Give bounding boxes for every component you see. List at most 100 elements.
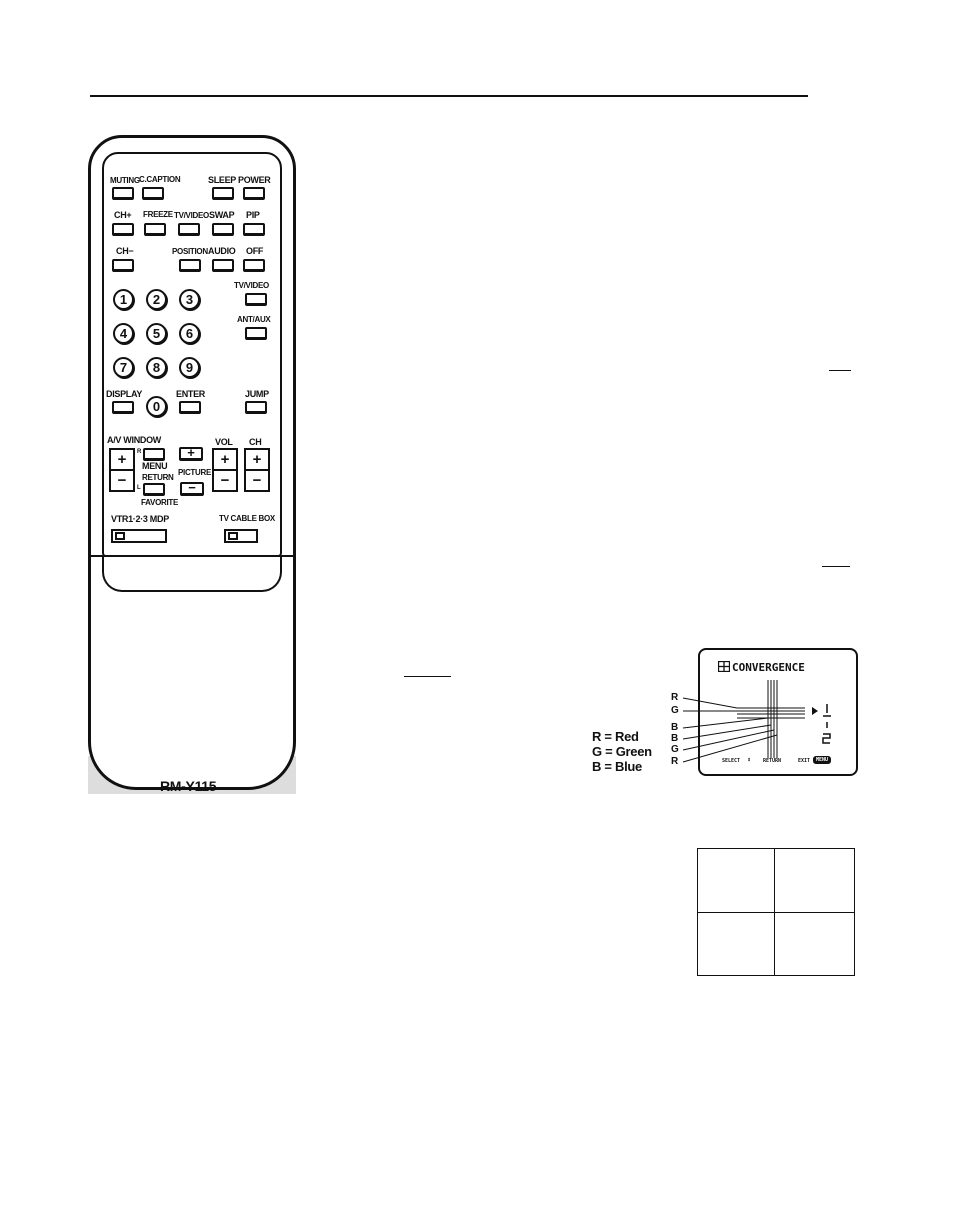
- favorite-label: FAVORITE: [141, 498, 179, 507]
- jump-button[interactable]: [245, 401, 267, 414]
- ch-minus-label: CH−: [116, 246, 134, 256]
- vtr-switch-knob[interactable]: [115, 532, 125, 540]
- vtr-mdp-switch[interactable]: [111, 529, 167, 543]
- position-label: POSITION: [172, 247, 208, 256]
- short-rule: [829, 370, 851, 371]
- tvvideo-button[interactable]: [245, 293, 267, 306]
- ch-rocker[interactable]: + −: [244, 448, 270, 492]
- return-label: RETURN: [142, 473, 174, 482]
- digit-4-button[interactable]: 4: [113, 323, 134, 344]
- ch-rocker-minus[interactable]: −: [252, 472, 262, 489]
- tvvideo-label: TV/VIDEO: [234, 281, 269, 290]
- screen-footer-return: RETURN: [763, 758, 782, 764]
- four-quadrant-box: [697, 848, 855, 976]
- line-letter: G: [671, 744, 679, 755]
- picture-minus-button[interactable]: −: [180, 481, 204, 496]
- updown-arrow-icon: ⬍: [747, 756, 752, 764]
- vol-label: VOL: [215, 437, 233, 447]
- screen-footer-menu-key: MENU: [813, 756, 832, 764]
- line-letter: B: [671, 722, 679, 733]
- sleep-label: SLEEP: [208, 175, 237, 185]
- convergence-icon: [718, 661, 730, 672]
- audio-label: AUDIO: [208, 246, 236, 256]
- grid-horizontal-divider: [698, 912, 854, 913]
- tvvideo-top-button[interactable]: [178, 223, 200, 236]
- muting-label: MUTING: [110, 176, 140, 185]
- tv-switch-knob[interactable]: [228, 532, 238, 540]
- tvvideo-top-label: TV/VIDEO: [174, 211, 209, 220]
- ch-plus-label: CH+: [114, 210, 132, 220]
- screen-footer-exit: EXIT: [798, 758, 811, 764]
- ccaption-button[interactable]: [142, 187, 164, 200]
- power-label: POWER: [238, 175, 271, 185]
- remote-divider: [91, 555, 293, 557]
- remote-battery-pocket: [102, 557, 282, 592]
- sleep-button[interactable]: [212, 187, 234, 200]
- top-rule: [90, 95, 808, 97]
- freeze-label: FREEZE: [143, 210, 173, 219]
- legend-blue: B = Blue: [592, 759, 642, 774]
- enter-label: ENTER: [176, 389, 206, 399]
- digit-0-button[interactable]: 0: [146, 396, 167, 417]
- tv-cable-label: TV CABLE BOX: [219, 514, 275, 523]
- digit-9-button[interactable]: 9: [179, 357, 200, 378]
- r-label: R: [137, 449, 142, 455]
- menu-label: MENU: [142, 461, 168, 471]
- audio-button[interactable]: [212, 259, 234, 272]
- picture-label: PICTURE: [178, 468, 212, 477]
- muting-button[interactable]: [112, 187, 134, 200]
- ch-label: CH: [249, 437, 262, 447]
- display-button[interactable]: [112, 401, 134, 414]
- legend-red: R = Red: [592, 729, 639, 744]
- l-label: L: [137, 485, 141, 491]
- convergence-lines-diagram: [682, 680, 831, 763]
- picture-plus-button[interactable]: +: [179, 446, 203, 461]
- digit-7-button[interactable]: 7: [113, 357, 134, 378]
- antaux-label: ANT/AUX: [237, 315, 271, 324]
- return-button[interactable]: [143, 483, 165, 496]
- convergence-screen: [698, 648, 858, 776]
- vol-minus[interactable]: −: [220, 472, 230, 489]
- digit-2-button[interactable]: 2: [146, 289, 167, 310]
- line-letter: R: [671, 692, 679, 703]
- display-label: DISPLAY: [106, 389, 143, 399]
- av-window-label: A/V WINDOW: [107, 435, 161, 445]
- swap-label: SWAP: [209, 210, 235, 220]
- enter-button[interactable]: [179, 401, 201, 414]
- digit-3-button[interactable]: 3: [179, 289, 200, 310]
- ch-rocker-plus[interactable]: +: [252, 451, 262, 468]
- tv-cable-switch[interactable]: [224, 529, 258, 543]
- av-window-minus[interactable]: −: [117, 472, 127, 489]
- vtr-mdp-label: VTR1·2·3 MDP: [111, 514, 169, 524]
- digit-5-button[interactable]: 5: [146, 323, 167, 344]
- pip-button[interactable]: [243, 223, 265, 236]
- line-letter: G: [671, 705, 679, 716]
- ccaption-label: C.CAPTION: [139, 175, 181, 184]
- av-window-rocker[interactable]: + −: [109, 448, 135, 492]
- menu-button[interactable]: [143, 448, 165, 461]
- short-rule: [822, 566, 850, 567]
- position-button[interactable]: [179, 259, 201, 272]
- screen-footer-select: SELECT: [722, 758, 741, 764]
- freeze-button[interactable]: [144, 223, 166, 236]
- digit-8-button[interactable]: 8: [146, 357, 167, 378]
- ch-plus-button[interactable]: [112, 223, 134, 236]
- convergence-title: CONVERGENCE: [732, 661, 805, 674]
- jump-label: JUMP: [245, 389, 269, 399]
- av-window-plus[interactable]: +: [117, 451, 127, 468]
- off-label: OFF: [246, 246, 264, 256]
- ch-minus-button[interactable]: [112, 259, 134, 272]
- vol-plus[interactable]: +: [220, 451, 230, 468]
- line-letter: B: [671, 733, 679, 744]
- digit-6-button[interactable]: 6: [179, 323, 200, 344]
- short-rule: [404, 676, 451, 677]
- off-button[interactable]: [243, 259, 265, 272]
- antaux-button[interactable]: [245, 327, 267, 340]
- digit-1-button[interactable]: 1: [113, 289, 134, 310]
- vol-rocker[interactable]: + −: [212, 448, 238, 492]
- remote-model-caption: RM-Y115: [160, 778, 217, 794]
- power-button[interactable]: [243, 187, 265, 200]
- swap-button[interactable]: [212, 223, 234, 236]
- pip-label: PIP: [246, 210, 260, 220]
- legend-green: G = Green: [592, 744, 652, 759]
